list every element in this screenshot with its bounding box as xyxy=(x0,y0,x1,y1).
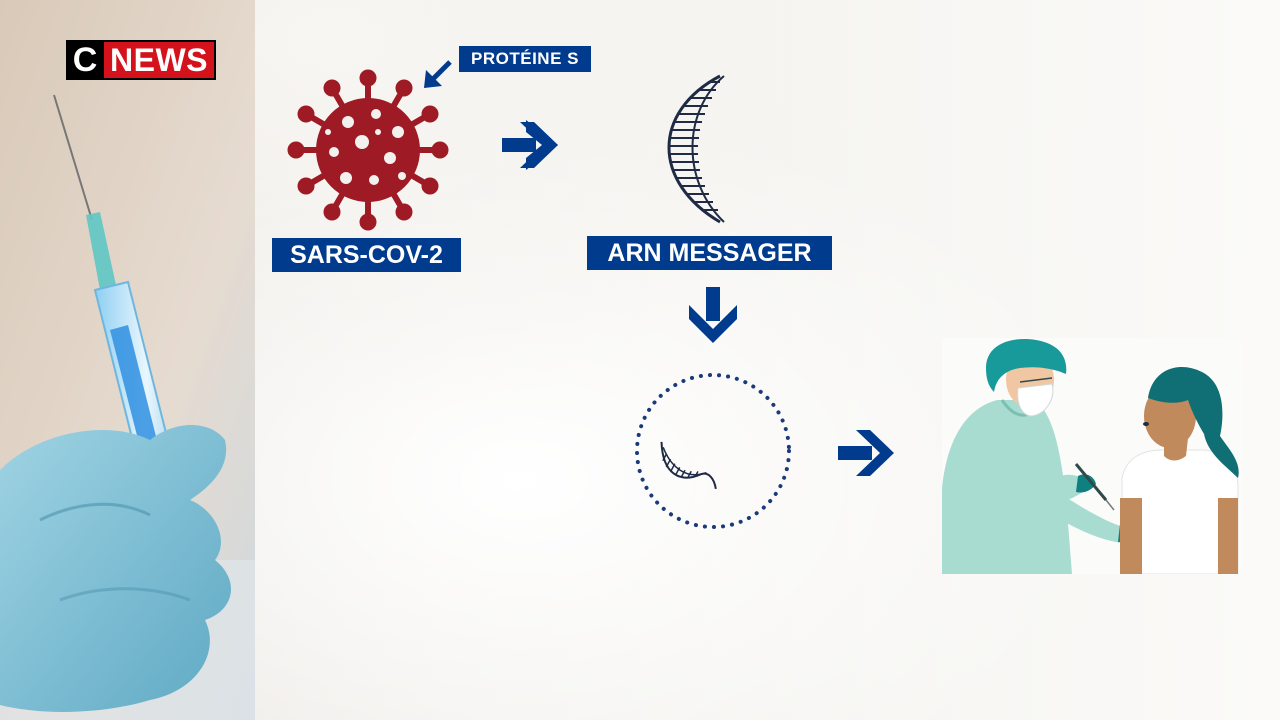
arrow-right-icon xyxy=(502,120,558,170)
arrow-right-icon-2 xyxy=(838,430,894,476)
arn-messager-label: ARN MESSAGER xyxy=(587,236,832,270)
cell-icon xyxy=(635,373,791,529)
vaccination-icon xyxy=(942,338,1242,574)
cnews-logo: C NEWS xyxy=(66,40,216,80)
logo-news: NEWS xyxy=(104,40,216,80)
virus-icon xyxy=(287,69,449,231)
logo-c: C xyxy=(66,40,104,80)
arrow-down-icon xyxy=(689,287,737,343)
mrna-helix-icon xyxy=(667,74,725,224)
pointer-arrow-icon xyxy=(424,60,452,88)
proteine-s-label: PROTÉINE S xyxy=(459,46,591,72)
syringe-photo xyxy=(0,0,255,720)
sars-cov-2-label: SARS-COV-2 xyxy=(272,238,461,272)
